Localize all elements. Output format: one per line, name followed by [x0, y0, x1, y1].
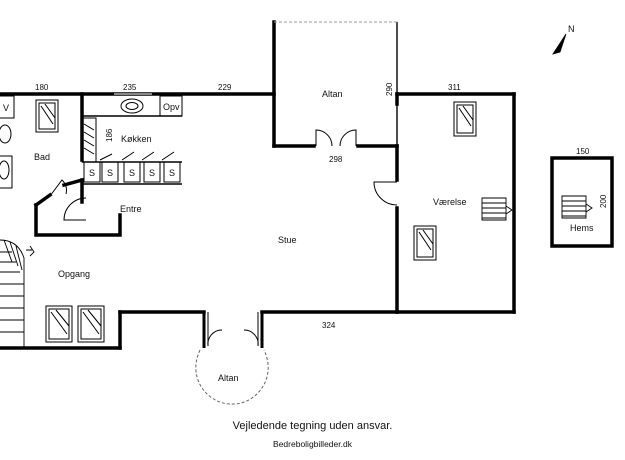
room-label-vaerelse: Værelse: [433, 197, 467, 207]
compass-north-label: N: [568, 24, 575, 34]
skylights: [35, 99, 477, 343]
skylight-opgang-1: [45, 305, 73, 343]
room-label-entre: Entre: [120, 204, 142, 214]
counter-hatching: [99, 151, 175, 161]
south-door-right: [243, 312, 259, 347]
toilet-icon: [0, 124, 12, 144]
compass-arrow-icon: [552, 33, 567, 55]
skylight-bad: [35, 99, 59, 133]
dimension-324: 324: [322, 321, 336, 330]
altan-door-right: [339, 129, 357, 147]
altan-bottom-arc: [195, 349, 269, 405]
cabinet-label: S: [107, 168, 113, 178]
cabinet-box: [163, 161, 181, 183]
room-label-opgang: Opgang: [58, 269, 90, 279]
disclaimer-text: Vejledende tegning uden ansvar.: [232, 420, 393, 432]
south-door-left: [207, 312, 223, 347]
room-label-altan-bottom: Altan: [218, 373, 239, 383]
vaerelse-door: [373, 181, 398, 206]
shower-drain-icon: [0, 160, 10, 180]
compass: N: [552, 24, 575, 55]
dimension-235: 235: [123, 83, 137, 92]
room-label-kokken: Køkken: [121, 134, 152, 144]
dimension-311: 311: [448, 83, 461, 92]
sink-inner: [125, 102, 139, 110]
cabinet-label: S: [169, 168, 175, 178]
dimension-200: 200: [599, 194, 608, 208]
opv-box: [159, 95, 183, 117]
dimension-180: 180: [35, 83, 49, 92]
vaerelse-stair: [481, 197, 513, 221]
room-label-altan-top: Altan: [322, 89, 343, 99]
hems-outline: [550, 156, 614, 248]
room-label-v: V: [3, 103, 9, 113]
altan-door-left: [315, 129, 333, 147]
sink-icon: [120, 98, 144, 114]
wall-entre-west: [34, 203, 122, 237]
room-label-stue: Stue: [278, 235, 297, 245]
dimension-150: 150: [576, 147, 590, 156]
room-label-bad: Bad: [34, 152, 50, 162]
stairs: [0, 239, 35, 348]
shower-icon: [0, 155, 13, 189]
cabinet-box: [123, 161, 141, 183]
skylight-vaerelse-1: [453, 101, 477, 137]
room-label-hems: Hems: [570, 223, 594, 233]
source-text: Bedreboligbilleder.dk: [273, 439, 352, 449]
entre-door: [63, 197, 87, 221]
washer-box: [0, 95, 15, 119]
cabinet-label: S: [149, 168, 155, 178]
stove-lines: [83, 123, 95, 155]
cabinet-box: [83, 161, 101, 183]
dimension-186: 186: [105, 128, 114, 142]
room-label-opv: Opv: [163, 102, 180, 112]
hems-stair: [561, 195, 593, 219]
skylight-opgang-2: [77, 305, 105, 343]
dimension-229: 229: [218, 83, 232, 92]
bad-door: [49, 179, 67, 197]
south-door-frame: [202, 312, 264, 348]
cabinet-box: [143, 161, 161, 183]
skylight-vaerelse-2: [413, 225, 437, 261]
cabinets: [83, 161, 181, 183]
walls: [0, 20, 516, 350]
dimension-298: 298: [329, 155, 343, 164]
cabinet-label: S: [129, 168, 135, 178]
cabinet-label: S: [89, 168, 95, 178]
dimension-290: 290: [385, 82, 394, 96]
cabinet-box: [101, 161, 119, 183]
wall-bad-diag: [33, 177, 85, 208]
